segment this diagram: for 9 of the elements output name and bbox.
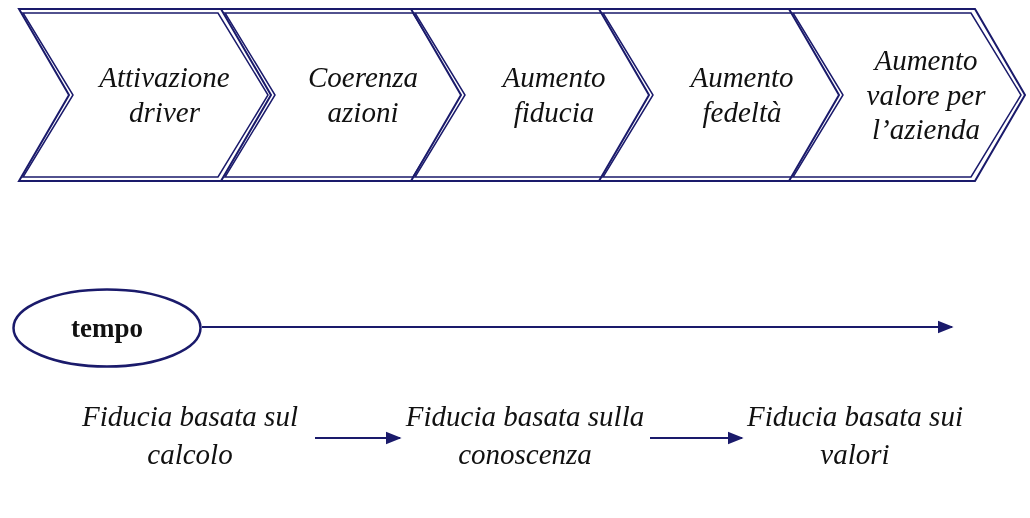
- time-label: tempo: [71, 312, 143, 344]
- step-label: Aumento fiducia: [500, 60, 607, 130]
- stage-label: Fiducia basata sui valori: [742, 398, 968, 474]
- stage-label: Fiducia basata sul calcolo: [65, 398, 315, 474]
- stage-label: Fiducia basata sulla conoscenza: [400, 398, 650, 474]
- step-label: Coerenza azioni: [306, 60, 420, 130]
- step-label: Aumento fedeltà: [688, 60, 795, 130]
- step-label: Aumento valore per l’azienda: [865, 42, 987, 148]
- step-label: Attivazione driver: [96, 60, 231, 130]
